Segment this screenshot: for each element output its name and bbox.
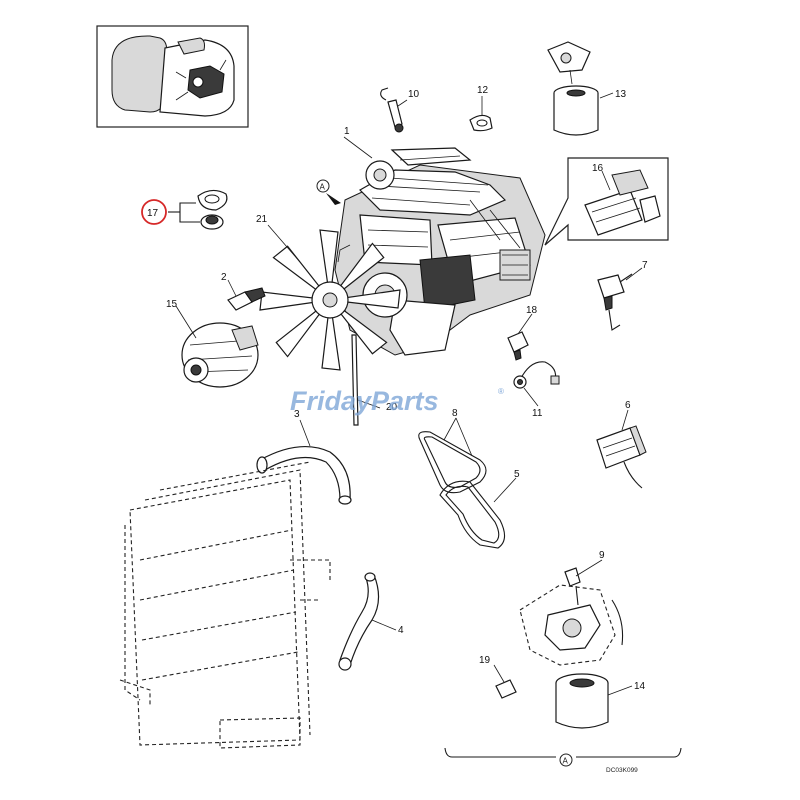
cooling-fan: [259, 229, 401, 371]
callout-5: 5: [514, 469, 520, 480]
callout-7: 7: [642, 260, 648, 271]
callout-13: 13: [615, 89, 627, 100]
sensor-harness-11: [513, 361, 560, 389]
callout-17: 17: [147, 208, 159, 219]
view-a-arrow: [316, 179, 341, 205]
alternator: [181, 322, 259, 388]
controller-6: [596, 425, 647, 489]
callout-12: 12: [477, 85, 489, 96]
v-belts: [418, 431, 506, 549]
view-a-label-engine: A: [320, 183, 326, 192]
callout-16: 16: [592, 163, 604, 174]
watermark-registered-mark: ®: [498, 387, 504, 396]
engine-assembly: [334, 147, 546, 356]
sensor-plug-2: [227, 287, 266, 311]
callout-18: 18: [526, 305, 538, 316]
callout-1: 1: [344, 126, 350, 137]
callout-17-highlight[interactable]: 17: [141, 199, 167, 225]
watermark-text: FridayParts: [290, 386, 439, 416]
view-a-label-detail: A: [563, 757, 569, 766]
callout-15: 15: [166, 299, 178, 310]
callout-9: 9: [599, 550, 605, 561]
inset-engine-icon: [175, 59, 227, 101]
callout-2: 2: [221, 272, 227, 283]
callout-11: 11: [532, 408, 543, 419]
callout-4: 4: [398, 625, 404, 636]
callout-14: 14: [634, 681, 646, 692]
leader-lines: [175, 92, 643, 696]
fuel-filter-13: [547, 41, 599, 136]
radiator-outline: [119, 461, 331, 749]
callout-3: 3: [294, 409, 300, 420]
drawing-code: DC03K099: [606, 767, 638, 774]
dipstick: [351, 334, 359, 426]
thermostat-and-gasket: [168, 189, 228, 230]
callout-19: 19: [479, 655, 491, 666]
callout-21: 21: [256, 214, 268, 225]
starter-motor-inset: [544, 157, 669, 246]
highlight-circle: [141, 199, 167, 225]
callout-10: 10: [408, 89, 420, 100]
switch-18: [507, 331, 529, 361]
view-a-detail: [444, 567, 682, 767]
gasket-12: [469, 114, 493, 132]
lower-hose-4: [338, 572, 380, 671]
sender-10: [380, 87, 404, 133]
callout-20: 20: [386, 402, 398, 413]
brand-watermark: FridayParts ®: [290, 386, 504, 416]
inset-machine-location: [96, 25, 249, 128]
callout-labels: 1 2 3 4 5 6 7 8 9 10 11 12 13 14 15 16 1…: [166, 85, 648, 692]
callout-8: 8: [452, 408, 458, 419]
callout-6: 6: [625, 400, 631, 411]
upper-hose-3: [256, 446, 352, 505]
sensor-7: [597, 273, 633, 331]
